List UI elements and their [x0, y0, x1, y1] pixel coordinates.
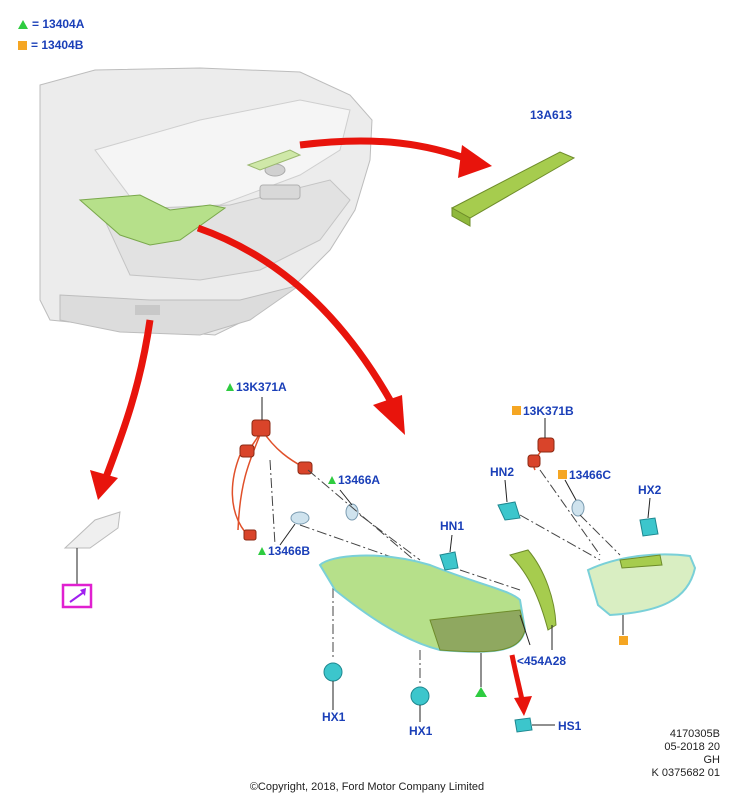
connectors: [323, 501, 659, 733]
green-triangle-icon: [226, 383, 234, 391]
green-triangle-icon: [328, 476, 336, 484]
tail-lamp-assembly: [318, 554, 527, 653]
document-info: 4170305B 05-2018 20 GH K 0375682 01: [651, 728, 720, 780]
label-text: 13K371B: [523, 404, 574, 418]
label-13K371B: 13K371B: [512, 404, 574, 418]
vehicle-rear: [39, 67, 373, 336]
marker-13404A: [475, 687, 487, 697]
label-HX1-left: HX1: [322, 710, 346, 724]
label-HX2: HX2: [638, 483, 662, 497]
legend-item-13404A: = 13404A: [18, 17, 84, 31]
label-text: 13466A: [338, 473, 381, 487]
bulbs: [290, 499, 585, 525]
label-13K371A: 13K371A: [226, 380, 287, 394]
orange-square-icon: [18, 40, 27, 50]
marker-13404B: [619, 636, 628, 645]
legend-text: = 13404A: [32, 17, 85, 31]
high-mount-lamp-13A613: [450, 151, 576, 227]
label-13466C: 13466C: [558, 468, 611, 482]
doc-code: GH: [703, 754, 721, 766]
lamp-trim-454A28: [509, 549, 557, 631]
label-text: 13K371A: [236, 380, 287, 394]
label-454A28: <454A28: [517, 654, 567, 668]
label-13466B: 13466B: [258, 544, 310, 558]
connector-13K371A: [251, 419, 271, 437]
callout-arrows: [90, 137, 532, 716]
copyright-text: ©Copyright, 2018, Ford Motor Company Lim…: [249, 781, 485, 793]
assembly-lines: [269, 459, 621, 685]
label-HN2: HN2: [490, 465, 515, 479]
doc-date: 05-2018 20: [664, 741, 720, 753]
inner-lamp: [586, 553, 697, 617]
label-text: 13466C: [569, 468, 612, 482]
legend-item-13404B: = 13404B: [18, 38, 83, 52]
doc-number: 4170305B: [669, 728, 720, 740]
orange-square-icon: [558, 470, 567, 479]
label-text: 13466B: [268, 544, 311, 558]
label-HS1: HS1: [558, 719, 582, 733]
label-HN1: HN1: [440, 519, 465, 533]
label-13466A: 13466A: [328, 473, 380, 487]
green-triangle-icon: [258, 547, 266, 555]
label-HX1-right: HX1: [409, 724, 433, 738]
side-marker: [61, 511, 121, 609]
label-13A613: 13A613: [530, 108, 573, 122]
orange-square-icon: [512, 406, 521, 415]
doc-reference: K 0375682 01: [651, 767, 720, 779]
legend-text: = 13404B: [31, 38, 84, 52]
green-triangle-icon: [18, 19, 28, 29]
